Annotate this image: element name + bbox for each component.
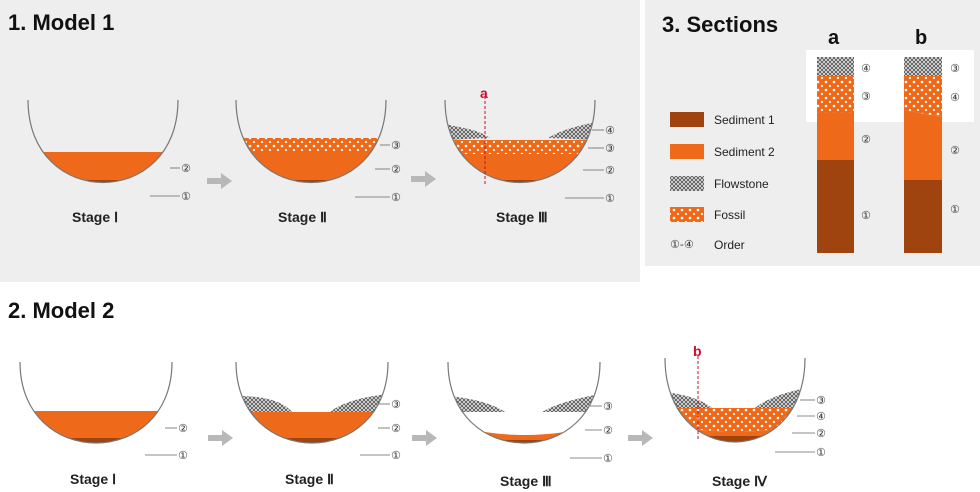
fossil-layer [665, 408, 805, 432]
order-label: ② [816, 427, 826, 440]
order-label: ① [861, 209, 871, 222]
sediment2-layer [28, 152, 178, 182]
flowstone-layer [755, 388, 805, 410]
fossil-layer [904, 76, 942, 117]
legend-label: Sediment 1 [714, 113, 775, 127]
order-label: ② [181, 162, 191, 175]
arrow-right-icon [208, 430, 233, 446]
stage-label: Stage Ⅱ [285, 471, 334, 487]
order-label: ① [950, 203, 960, 216]
section-column-a: a ④ ③ ② ① [806, 27, 974, 253]
order-label: ③ [605, 142, 615, 155]
order-label: ① [391, 191, 401, 204]
flowstone-layer [904, 57, 942, 76]
section-column-b: b ③ ④ ② ① [904, 27, 960, 253]
sediment1-layer [28, 180, 178, 183]
flowstone-layer [236, 396, 292, 412]
flowstone-layer [548, 122, 595, 140]
order-label: ① [178, 449, 188, 462]
flowstone-layer [448, 396, 505, 412]
legend-swatch-fossil [670, 207, 704, 222]
order-label: ③ [391, 139, 401, 152]
order-label: ④ [605, 124, 615, 137]
sediment2-layer [236, 152, 386, 182]
order-label: ② [178, 422, 188, 435]
order-label: ② [603, 424, 613, 437]
order-label: ④ [861, 62, 871, 75]
flowstone-layer [542, 394, 600, 412]
order-label: ② [950, 144, 960, 157]
legend-swatch-sediment1 [670, 112, 704, 127]
legend-label: Sediment 2 [714, 145, 775, 159]
sediment2-layer [236, 412, 388, 440]
model2-stage1: ② ① Stage Ⅰ [19, 361, 188, 487]
order-label: ③ [950, 62, 960, 75]
legend-label: Order [714, 238, 745, 252]
model1-stage2: ③ ② ① Stage Ⅱ [235, 99, 401, 225]
flowstone-layer [330, 394, 388, 412]
order-label: ① [603, 452, 613, 465]
sediment1-layer [236, 438, 388, 443]
order-label: ③ [861, 90, 871, 103]
sediment1-layer [20, 438, 172, 443]
model2-panel [0, 284, 980, 492]
legend-order-symbol: ①-④ [670, 238, 694, 251]
legend-label: Flowstone [714, 177, 769, 191]
arrow-right-icon [628, 430, 653, 446]
order-label: ④ [816, 410, 826, 423]
column-head-b: b [915, 27, 927, 49]
sediment1-layer [445, 180, 595, 183]
fossil-layer [445, 140, 595, 154]
order-label: ④ [950, 91, 960, 104]
section-marker-a: a [480, 85, 488, 101]
order-label: ③ [391, 398, 401, 411]
flowstone-layer [665, 392, 712, 410]
sediment2-layer [817, 113, 854, 160]
sections-legend: Sediment 1 Sediment 2 Flowstone Fossil ①… [670, 112, 775, 252]
model2-stage2: ③ ② ① Stage Ⅱ [235, 361, 401, 487]
order-label: ① [181, 190, 191, 203]
arrow-right-icon [207, 173, 232, 189]
stage-label: Stage Ⅱ [278, 209, 327, 225]
model1-title: 1. Model 1 [8, 10, 115, 35]
order-label: ① [605, 192, 615, 205]
sediment1-layer [448, 440, 600, 443]
column-head-a: a [828, 27, 840, 49]
stage-label: Stage Ⅲ [500, 473, 552, 489]
order-label: ③ [603, 400, 613, 413]
order-label: ② [605, 164, 615, 177]
model2-stage3: ③ ② ① Stage Ⅲ [447, 361, 613, 489]
arrow-right-icon [411, 171, 436, 187]
stage-label: Stage Ⅰ [72, 209, 118, 225]
legend-label: Fossil [714, 208, 745, 222]
order-label: ② [391, 422, 401, 435]
flowstone-layer [445, 124, 490, 140]
order-label: ① [816, 446, 826, 459]
sediment1-layer [665, 436, 805, 442]
fossil-layer [236, 138, 386, 152]
fossil-layer [817, 76, 854, 113]
section-marker-b: b [693, 343, 702, 359]
model2-title: 2. Model 2 [8, 298, 115, 323]
sediment1-layer [904, 180, 942, 253]
sediment2-layer [904, 110, 942, 180]
order-label: ① [391, 449, 401, 462]
model2-stage4: b ③ ④ ② ① Stage Ⅳ [664, 343, 826, 489]
model1-stage1: ② ① Stage Ⅰ [27, 99, 191, 225]
stage-label: Stage Ⅳ [712, 473, 768, 489]
order-label: ② [861, 133, 871, 146]
sections-title: 3. Sections [662, 12, 779, 37]
order-label: ③ [816, 394, 826, 407]
stage-label: Stage Ⅰ [70, 471, 116, 487]
model1-stage3: a ④ ③ ② ① Stage Ⅲ [444, 85, 615, 225]
sediment1-layer [817, 160, 854, 253]
sediment1-layer [236, 180, 386, 183]
legend-swatch-sediment2 [670, 144, 704, 159]
flowstone-layer [817, 57, 854, 76]
legend-swatch-flowstone [670, 176, 704, 191]
order-label: ② [391, 163, 401, 176]
stage-label: Stage Ⅲ [496, 209, 548, 225]
arrow-right-icon [412, 430, 437, 446]
